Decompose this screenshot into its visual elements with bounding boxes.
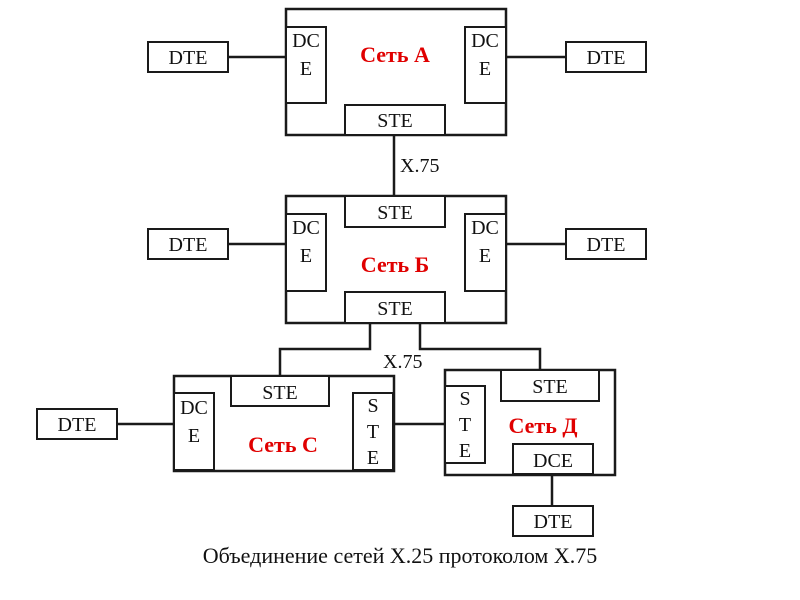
network-d-dce — [512, 443, 594, 475]
network-c-ste-side-line3: E — [367, 447, 379, 469]
network-a-dce-right-line1: DC — [471, 30, 499, 52]
network-d-label: Сеть Д — [509, 413, 578, 438]
network-a-dce-left — [285, 26, 327, 104]
network-b-dce-left-line2: E — [300, 245, 312, 267]
network-d-ste-top — [500, 369, 600, 402]
dte-a-left-label: DTE — [169, 47, 208, 69]
network-c-ste-side — [352, 392, 394, 471]
network-a-dce-right — [464, 26, 507, 104]
network-d-ste-side — [444, 385, 486, 464]
network-b-ste-bottom — [344, 291, 446, 324]
network-a: DC E DC E STE Сеть А — [284, 7, 508, 137]
network-c-ste-side-line1: S — [367, 395, 378, 417]
dte-a-right-label: DTE — [587, 47, 626, 69]
network-a-label: Сеть А — [360, 42, 430, 67]
network-c-dce-line2: E — [188, 425, 200, 447]
network-b-ste-top — [344, 195, 446, 228]
dte-b-right — [565, 228, 647, 260]
network-b-ste-top-label: STE — [377, 202, 413, 224]
dte-d — [512, 505, 594, 537]
dte-a-left — [147, 41, 229, 73]
network-a-ste-label: STE — [377, 110, 413, 132]
network-d-ste-side-line3: E — [459, 440, 471, 462]
network-a-dce-right-line2: E — [479, 58, 491, 80]
dte-terminals: DTE DTE DTE DTE DTE DTE — [36, 41, 647, 537]
dte-a-right — [565, 41, 647, 73]
line-x75-b-d — [418, 322, 542, 370]
dte-b-left-label: DTE — [169, 234, 208, 256]
network-d-ste-side-line1: S — [459, 388, 470, 410]
network-a-ste — [344, 104, 446, 136]
network-c: STE DC E S T E Сеть С — [172, 374, 396, 473]
network-b: STE DC E DC E STE Сеть Б — [284, 194, 508, 325]
network-b-label: Сеть Б — [361, 252, 429, 277]
x75-label-top: X.75 — [400, 155, 439, 177]
network-c-dce-line1: DC — [180, 397, 208, 419]
network-b-dce-left — [285, 213, 327, 292]
network-c-ste-top-label: STE — [262, 382, 298, 404]
network-c-dce — [173, 392, 215, 471]
connection-lines — [118, 55, 566, 506]
network-d-ste-side-line2: T — [459, 414, 471, 436]
network-b-dce-right-line2: E — [479, 245, 491, 267]
network-c-ste-side-line2: T — [367, 421, 379, 443]
network-a-dce-left-line1: DC — [292, 30, 320, 52]
network-a-dce-left-line2: E — [300, 58, 312, 80]
dte-b-left — [147, 228, 229, 260]
line-x75-b-c — [278, 322, 372, 376]
network-b-dce-right-line1: DC — [471, 217, 499, 239]
network-b-dce-right — [464, 213, 507, 292]
x75-label-mid: X.75 — [383, 351, 422, 373]
network-c-label: Сеть С — [248, 432, 318, 457]
dte-c — [36, 408, 118, 440]
network-b-dce-left-line1: DC — [292, 217, 320, 239]
network-d-ste-top-label: STE — [532, 376, 568, 398]
dte-d-label: DTE — [534, 511, 573, 533]
network-c-ste-top — [230, 375, 330, 407]
dte-b-right-label: DTE — [587, 234, 626, 256]
diagram-caption: Объединение сетей X.25 протоколом X.75 — [203, 543, 598, 568]
network-b-ste-bottom-label: STE — [377, 298, 413, 320]
dte-c-label: DTE — [58, 414, 97, 436]
network-d: STE S T E DCE Сеть Д — [443, 368, 617, 477]
network-d-dce-label: DCE — [533, 450, 573, 472]
